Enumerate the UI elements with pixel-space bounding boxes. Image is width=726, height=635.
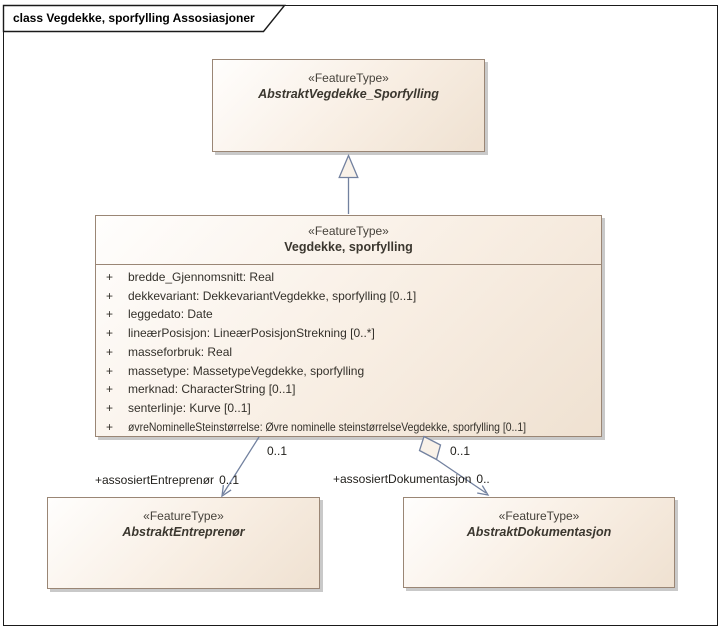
class-name: AbstraktEntreprenør: [122, 525, 245, 539]
attribute-declaration: lineærPosisjon: LineærPosisjonStrekning …: [128, 326, 375, 341]
dokumentasjon-role-label: +assosiertDokumentasjon 0..: [333, 472, 490, 486]
class-name: AbstraktVegdekke_Sporfylling: [258, 87, 439, 101]
stereotype-label: «FeatureType»: [308, 224, 389, 238]
visibility: +: [106, 307, 114, 322]
visibility: +: [106, 270, 114, 284]
attribute-declaration: massetype: MassetypeVegdekke, sporfyllin…: [128, 363, 365, 378]
visibility: +: [106, 382, 114, 397]
diagram-title: class Vegdekke, sporfylling Assosiasjone…: [13, 11, 255, 25]
attribute-row: + massetype: MassetypeVegdekke, sporfyll…: [96, 362, 601, 381]
attribute-declaration: senterlinje: Kurve [0..1]: [128, 400, 251, 415]
diagram-frame: [3, 5, 718, 626]
class-name: AbstraktDokumentasjon: [466, 525, 612, 539]
stereotype-label: «FeatureType»: [498, 509, 580, 523]
attribute-row: + bredde_Gjennomsnitt: Real: [96, 268, 601, 287]
stereotype-label: «FeatureType»: [308, 71, 389, 85]
role-name: +assosiertEntreprenør: [95, 473, 215, 487]
class-abstrakt-dokumentasjon[interactable]: «FeatureType» AbstraktDokumentasjon: [403, 497, 675, 588]
attribute-declaration: dekkevariant: DekkevariantVegdekke, spor…: [128, 288, 417, 303]
attribute-row: + masseforbruk: Real: [96, 343, 601, 362]
attribute-declaration: bredde_Gjennomsnitt: Real: [128, 270, 275, 284]
class-header: «FeatureType» Vegdekke, sporfylling: [96, 216, 601, 265]
attribute-row: + leggedato: Date: [96, 305, 601, 324]
visibility: +: [106, 344, 114, 359]
role-name: +assosiertDokumentasjon: [333, 472, 472, 486]
attribute-row: + dekkevariant: DekkevariantVegdekke, sp…: [96, 287, 601, 306]
entreprenor-source-multiplicity: 0..1: [267, 444, 288, 458]
class-abstrakt-entreprenor[interactable]: «FeatureType» AbstraktEntreprenør: [47, 497, 320, 589]
dokumentasjon-source-multiplicity: 0..1: [450, 444, 471, 458]
attribute-declaration: merknad: CharacterString [0..1]: [128, 382, 296, 397]
stereotype-label: «FeatureType»: [143, 509, 224, 523]
attribute-row: + merknad: CharacterString [0..1]: [96, 380, 601, 399]
entreprenor-target-multiplicity: 0..1: [219, 473, 240, 487]
class-name: Vegdekke, sporfylling: [284, 240, 413, 254]
attribute-declaration: masseforbruk: Real: [128, 344, 233, 359]
entreprenor-role-label: +assosiertEntreprenør 0..1: [95, 473, 239, 487]
visibility: +: [106, 288, 114, 303]
visibility: +: [106, 400, 114, 415]
attribute-row: + øvreNominelleSteinstørrelse: Øvre nomi…: [96, 418, 601, 437]
class-abstrakt-vegdekke-sporfylling[interactable]: «FeatureType» AbstraktVegdekke_Sporfylli…: [212, 59, 485, 152]
attribute-row: + senterlinje: Kurve [0..1]: [96, 399, 601, 418]
attribute-declaration: øvreNominelleSteinstørrelse: Øvre nomine…: [128, 419, 527, 434]
visibility: +: [106, 419, 114, 434]
attributes-compartment: + bredde_Gjennomsnitt: Real + dekkevaria…: [96, 265, 601, 436]
attribute-row: + lineærPosisjon: LineærPosisjonStreknin…: [96, 324, 601, 343]
attribute-declaration: leggedato: Date: [128, 307, 213, 322]
dokumentasjon-target-multiplicity: 0..: [476, 472, 490, 486]
visibility: +: [106, 326, 114, 341]
visibility: +: [106, 363, 114, 378]
class-vegdekke-sporfylling[interactable]: «FeatureType» Vegdekke, sporfylling + br…: [95, 215, 602, 437]
